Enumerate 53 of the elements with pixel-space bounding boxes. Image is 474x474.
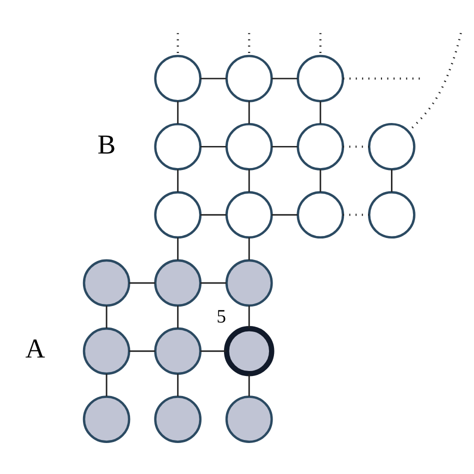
connector (248, 374, 250, 396)
connector (272, 146, 298, 148)
node-circle (225, 259, 273, 307)
node-circle (296, 123, 344, 170)
connector (200, 282, 226, 284)
connector (177, 101, 179, 124)
node-circle (154, 327, 202, 375)
node-circle (368, 191, 416, 239)
node-circle (82, 259, 130, 307)
connector (272, 78, 298, 80)
node-circle (82, 327, 130, 375)
connector (176, 33, 179, 56)
connector (342, 146, 369, 148)
connector (248, 101, 250, 124)
connector (177, 238, 179, 260)
connector (248, 306, 250, 328)
connector (320, 101, 322, 124)
connector (200, 350, 226, 352)
connector (200, 78, 226, 80)
connector (177, 169, 179, 192)
node-circle (225, 396, 273, 443)
node-label: 5 (216, 306, 226, 328)
node-circle (225, 54, 273, 102)
connector (129, 350, 155, 352)
connector (200, 146, 226, 148)
connector (319, 33, 322, 56)
node-circle (225, 191, 273, 239)
label: A (25, 334, 46, 364)
node-circle (154, 123, 202, 170)
connector (106, 374, 108, 396)
node-circle (368, 123, 416, 170)
label: B (97, 129, 116, 160)
node-circle (224, 326, 274, 376)
node-circle (154, 191, 202, 239)
node-circle (154, 259, 202, 307)
connector (342, 214, 369, 216)
connector (129, 282, 155, 284)
node-circle (154, 54, 202, 102)
node-circle (82, 396, 130, 443)
node-circle (296, 191, 344, 239)
connector (200, 214, 226, 216)
node-circle (225, 123, 273, 170)
connector (272, 214, 298, 216)
connector (248, 33, 250, 56)
connector (177, 306, 179, 328)
connector (106, 306, 108, 328)
connector (248, 169, 250, 192)
node-circle (154, 396, 202, 443)
connector (248, 238, 250, 260)
node-circle (296, 54, 344, 102)
connector (390, 169, 392, 192)
connector (177, 374, 179, 396)
connector (320, 169, 322, 192)
